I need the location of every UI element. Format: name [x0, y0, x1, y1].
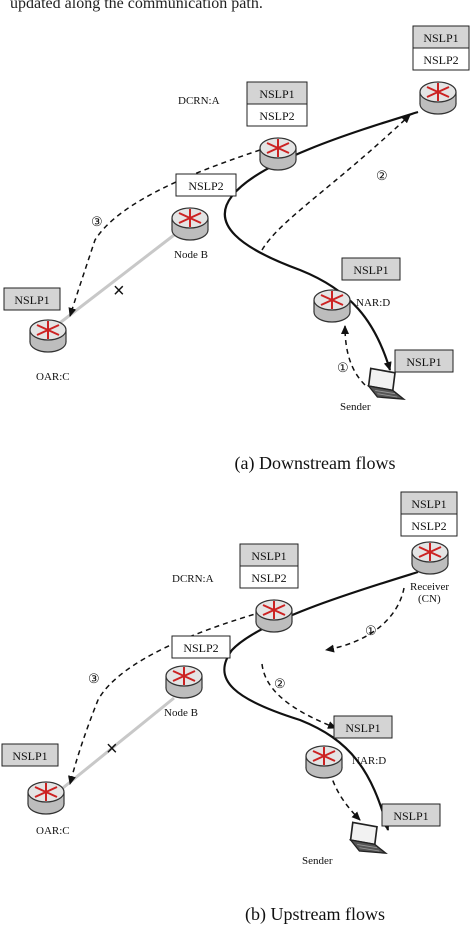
router-top-right-icon: [419, 81, 457, 115]
step-3: ③: [91, 214, 103, 229]
label-nar: NAR:D: [352, 755, 386, 767]
label-node-b: Node B: [174, 249, 208, 261]
laptop-sender-icon: [367, 367, 405, 401]
flow-path-solid: [223, 570, 419, 831]
box-label: NSLP1: [393, 809, 428, 823]
box-label: NSLP1: [345, 721, 380, 735]
router-dcrn-icon: [255, 599, 293, 633]
broken-link-x: ×: [113, 280, 125, 302]
box-sender: NSLP1: [381, 803, 441, 827]
step-1: ①: [337, 360, 349, 375]
signal-path-3: [68, 149, 261, 317]
box-dcrn: NSLP1 NSLP2: [239, 543, 299, 589]
box-sender: NSLP1: [394, 349, 454, 373]
box-label: NSLP1: [14, 293, 49, 307]
box-oar: NSLP1: [3, 287, 61, 311]
box-nar: NSLP1: [333, 715, 393, 739]
step-2: ②: [376, 168, 388, 183]
box-label: NSLP1: [12, 749, 47, 763]
box-label: NSLP1: [411, 497, 446, 511]
laptop-sender-icon: [349, 821, 387, 855]
box-nar: NSLP1: [341, 257, 401, 281]
step-1: ①: [365, 623, 377, 638]
box-node-b: NSLP2: [171, 635, 231, 659]
label-dcrn: DCRN:A: [172, 573, 214, 585]
label-dcrn: DCRN:A: [178, 95, 220, 107]
signal-path-sender: [329, 771, 361, 821]
label-sender: Sender: [302, 855, 333, 867]
box-dcrn: NSLP1 NSLP2: [246, 81, 308, 127]
router-node-b-icon: [171, 207, 209, 241]
label-oar: OAR:C: [36, 371, 70, 383]
label-nar: NAR:D: [356, 297, 390, 309]
label-sender: Sender: [340, 401, 371, 413]
step-3: ③: [88, 671, 100, 686]
signal-path-2: [261, 663, 337, 729]
box-node-b: NSLP2: [175, 173, 237, 197]
router-oar-icon: [29, 319, 67, 353]
router-dcrn-icon: [259, 137, 297, 171]
broken-link-x: ×: [106, 738, 118, 760]
router-node-b-icon: [165, 665, 203, 699]
header-fragment: updated along the communication path.: [10, 0, 263, 12]
box-label: NSLP2: [188, 179, 223, 193]
label-receiver-sub: (CN): [418, 593, 441, 605]
box-label: NSLP1: [423, 31, 458, 45]
box-label: NSLP2: [259, 109, 294, 123]
box-label: NSLP2: [411, 519, 446, 533]
label-oar: OAR:C: [36, 825, 70, 837]
router-nar-icon: [313, 289, 351, 323]
flow-path-solid: [223, 110, 419, 371]
diagram-downstream: × NSLP1 NSLP2 NSLP1 NSLP2 NSLP2: [3, 25, 470, 474]
box-label: NSLP1: [353, 263, 388, 277]
step-2: ②: [274, 676, 286, 691]
box-label: NSLP1: [406, 355, 441, 369]
label-receiver: Receiver: [410, 581, 449, 593]
router-receiver-icon: [411, 541, 449, 575]
box-receiver: NSLP1 NSLP2: [400, 491, 458, 537]
signal-path-1: [341, 325, 366, 386]
router-nar-icon: [305, 745, 343, 779]
box-label: NSLP1: [251, 549, 286, 563]
box-oar: NSLP1: [1, 743, 59, 767]
box-top-right: NSLP1 NSLP2: [412, 25, 470, 71]
router-oar-icon: [27, 781, 65, 815]
label-node-b: Node B: [164, 707, 198, 719]
box-label: NSLP2: [423, 53, 458, 67]
caption-a: (a) Downstream flows: [235, 453, 396, 474]
box-label: NSLP2: [183, 641, 218, 655]
diagram-upstream: × NSLP1 NSLP2 NSLP1 NSLP2 NSLP2: [1, 491, 458, 925]
caption-b: (b) Upstream flows: [245, 904, 385, 925]
box-label: NSLP1: [259, 87, 294, 101]
signal-path-2: [261, 114, 411, 251]
box-label: NSLP2: [251, 571, 286, 585]
